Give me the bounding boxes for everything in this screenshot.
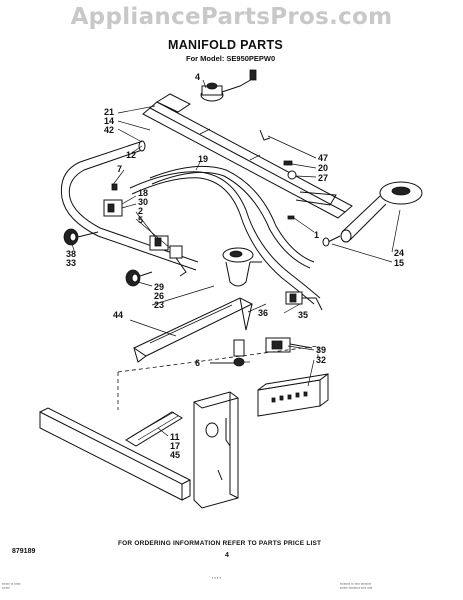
right-burner bbox=[322, 181, 423, 247]
callout-42: 42 bbox=[104, 125, 114, 135]
fine-print-left: ▪▪▪▪▪▪ ▪▪ ▪▪▪▪▪▪▪▪▪▪▪ bbox=[2, 582, 21, 591]
side-bracket bbox=[193, 391, 239, 509]
callout-23: 23 bbox=[154, 300, 164, 310]
callout-32: 32 bbox=[316, 355, 326, 365]
callout-29: 29 bbox=[154, 282, 164, 292]
callout-7: 7 bbox=[117, 164, 122, 174]
valve-top bbox=[200, 69, 257, 102]
front-bar bbox=[39, 407, 192, 501]
callout-labels: 4 21 14 42 12 7 19 18 30 2 5 47 20 27 1 … bbox=[66, 72, 404, 460]
manifold-bracket bbox=[142, 93, 353, 219]
callout-2: 2 bbox=[138, 206, 143, 216]
callout-39: 39 bbox=[316, 345, 326, 355]
right-valve-assembly bbox=[265, 291, 323, 353]
callout-26: 26 bbox=[154, 291, 164, 301]
page-number: 4 bbox=[225, 552, 229, 559]
callout-11: 11 bbox=[170, 432, 180, 442]
callout-4: 4 bbox=[195, 72, 200, 82]
callout-47: 47 bbox=[318, 153, 328, 163]
reference-number: 879189 bbox=[12, 548, 36, 555]
callout-12: 12 bbox=[126, 150, 136, 160]
callout-15: 15 bbox=[394, 258, 404, 268]
plate-bracket bbox=[125, 411, 183, 447]
callout-44: 44 bbox=[113, 310, 123, 320]
callout-24: 24 bbox=[394, 248, 404, 258]
callout-18: 18 bbox=[138, 188, 148, 198]
watermark: AppliancePartsPros.com bbox=[70, 4, 393, 30]
callout-45: 45 bbox=[170, 450, 180, 460]
burner-tubes bbox=[129, 165, 321, 305]
callout-19: 19 bbox=[198, 154, 208, 164]
callout-5: 5 bbox=[138, 215, 143, 225]
valve-bodies bbox=[103, 183, 187, 277]
callout-33: 33 bbox=[66, 258, 76, 268]
callout-20: 20 bbox=[318, 163, 328, 173]
callout-14: 14 bbox=[104, 116, 114, 126]
callout-30: 30 bbox=[138, 197, 148, 207]
callout-36: 36 bbox=[258, 308, 268, 318]
callout-21: 21 bbox=[104, 107, 114, 117]
regulator bbox=[210, 339, 245, 367]
middle-burner bbox=[222, 247, 262, 287]
valve-stems bbox=[63, 228, 153, 287]
small-clips bbox=[259, 129, 297, 220]
fine-print-center: ▪ ▪ ▪ ▪ bbox=[212, 575, 222, 580]
callout-17: 17 bbox=[170, 441, 180, 451]
leader-lines bbox=[71, 79, 401, 437]
model-number: For Model: SE950PEPW0 bbox=[186, 54, 276, 63]
callout-27: 27 bbox=[318, 173, 328, 183]
callout-35: 35 bbox=[298, 310, 308, 320]
igniter-module bbox=[257, 373, 329, 417]
page-title: MANIFOLD PARTS bbox=[168, 38, 284, 52]
callout-6: 6 bbox=[195, 358, 200, 368]
cover-bracket bbox=[132, 297, 254, 363]
callout-1: 1 bbox=[314, 230, 319, 240]
ordering-note: FOR ORDERING INFORMATION REFER TO PARTS … bbox=[118, 540, 322, 547]
exploded-outline bbox=[117, 345, 319, 410]
fine-print-right: ▪▪▪▪▪▪▪▪ ▪▪ ▪▪▪▪ ▪▪▪▪▪▪▪▪▪▪▪▪▪▪ ▪▪▪▪▪▪▪▪… bbox=[340, 582, 373, 591]
callout-38: 38 bbox=[66, 249, 76, 259]
